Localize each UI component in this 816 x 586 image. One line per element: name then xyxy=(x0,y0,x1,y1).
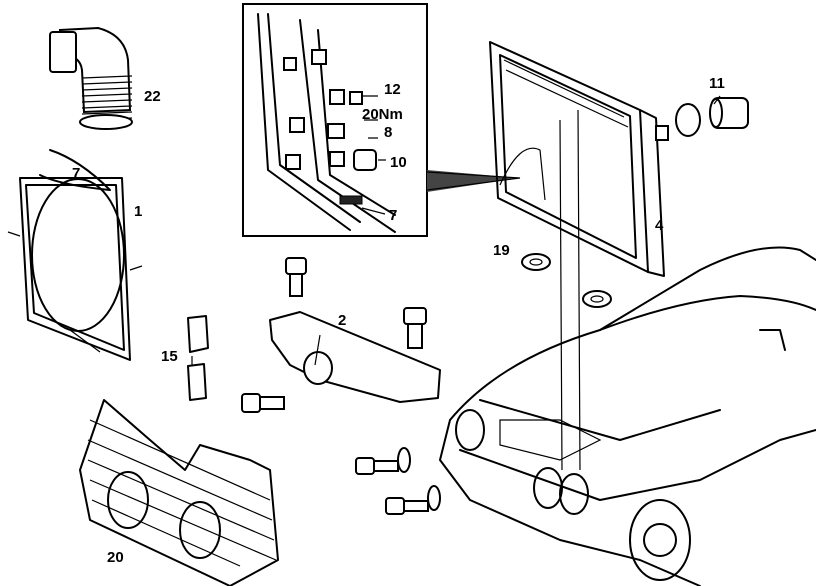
bracket-part-2 xyxy=(241,257,441,413)
callout-15: 15 xyxy=(161,348,178,365)
callout-11: 11 xyxy=(709,75,725,92)
torque-spec: 20Nm xyxy=(362,106,403,123)
leader-lines xyxy=(191,95,721,366)
grille-part-20 xyxy=(79,399,279,586)
intake-hose-part-22 xyxy=(49,26,133,130)
fan-shroud-part-1 xyxy=(7,149,143,361)
detail-inset xyxy=(242,3,428,237)
car-front-view xyxy=(439,109,816,586)
radiator-part-4 xyxy=(489,41,669,277)
callout-19: 19 xyxy=(493,242,510,259)
front-bolts xyxy=(355,447,441,515)
hose-sleeve-part-11 xyxy=(675,97,749,137)
callout-12: 12 xyxy=(384,81,401,98)
callout-22: 22 xyxy=(144,88,161,105)
callout-1: 1 xyxy=(134,203,143,220)
callout-4: 4 xyxy=(655,217,664,234)
grommet-part-19 xyxy=(521,253,612,308)
callout-7-lower: 7 xyxy=(389,207,398,224)
callout-8: 8 xyxy=(384,124,393,141)
callout-10: 10 xyxy=(390,154,407,171)
callout-20: 20 xyxy=(107,549,124,566)
callout-2: 2 xyxy=(338,312,347,329)
inset-leader-cone xyxy=(426,170,521,192)
clip-part-15 xyxy=(187,315,209,401)
callout-7-upper: 7 xyxy=(72,165,81,182)
